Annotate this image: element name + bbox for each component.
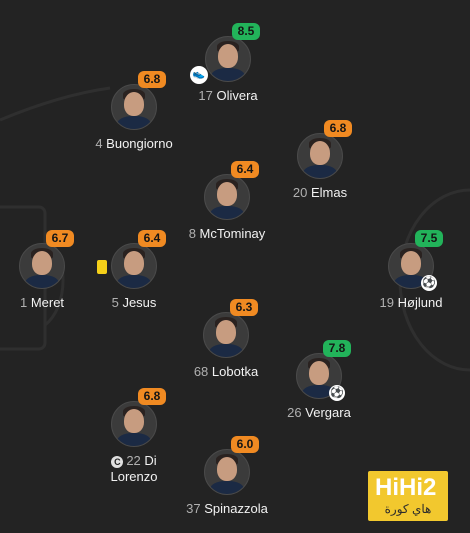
rating-badge: 6.3 bbox=[230, 299, 258, 316]
player-name: 20 Elmas bbox=[292, 185, 348, 200]
rating-badge: 8.5 bbox=[232, 23, 260, 40]
rating-badge: 7.8 bbox=[323, 340, 351, 357]
player-jesus[interactable]: 6.4 5 Jesus bbox=[74, 230, 194, 311]
rating-badge: 6.8 bbox=[324, 120, 352, 137]
player-name: 68 Lobotka bbox=[193, 364, 259, 379]
player-hojlund[interactable]: 7.5 ⚽ 19 Højlund bbox=[351, 230, 470, 311]
player-vergara[interactable]: 7.8 ⚽ 26 Vergara bbox=[259, 340, 379, 421]
player-photo bbox=[296, 353, 342, 399]
rating-badge: 6.0 bbox=[231, 436, 259, 453]
player-name: 1 Meret bbox=[19, 295, 65, 310]
player-photo bbox=[111, 84, 157, 130]
player-photo bbox=[205, 36, 251, 82]
player-photo bbox=[204, 449, 250, 495]
player-name: 26 Vergara bbox=[287, 405, 351, 420]
rating-badge: 6.4 bbox=[138, 230, 166, 247]
player-photo bbox=[111, 401, 157, 447]
goal-ball-icon: ⚽ bbox=[329, 385, 345, 401]
player-olivera[interactable]: 8.5 👟 17 Olivera bbox=[168, 23, 288, 104]
watermark-sub-text: هاي كورة bbox=[384, 502, 432, 516]
player-photo bbox=[19, 243, 65, 289]
watermark-logo: HiHi2 هاي كورة bbox=[368, 471, 448, 521]
yellow-card-icon bbox=[97, 260, 107, 274]
player-name: 19 Højlund bbox=[379, 295, 443, 310]
player-lobotka[interactable]: 6.3 68 Lobotka bbox=[166, 299, 286, 380]
player-name: 37 Spinazzola bbox=[186, 501, 268, 516]
player-meret[interactable]: 6.7 1 Meret bbox=[0, 230, 102, 311]
rating-badge: 6.8 bbox=[138, 71, 166, 88]
watermark-main-text: HiHi2 bbox=[375, 474, 437, 501]
rating-badge: 7.5 bbox=[415, 230, 443, 247]
player-buongiorno[interactable]: 6.8 4 Buongiorno bbox=[74, 71, 194, 152]
player-photo bbox=[204, 174, 250, 220]
player-name: 8 McTominay bbox=[188, 226, 266, 241]
player-name: 5 Jesus bbox=[111, 295, 157, 310]
player-name: 4 Buongiorno bbox=[95, 136, 173, 151]
assist-boot-icon: 👟 bbox=[190, 66, 208, 84]
player-photo bbox=[111, 243, 157, 289]
player-photo bbox=[203, 312, 249, 358]
rating-badge: 6.4 bbox=[231, 161, 259, 178]
player-spinazzola[interactable]: 6.0 37 Spinazzola bbox=[167, 436, 287, 517]
player-photo bbox=[297, 133, 343, 179]
captain-badge-icon: C bbox=[111, 455, 124, 468]
rating-badge: 6.8 bbox=[138, 388, 166, 405]
goal-ball-icon: ⚽ bbox=[421, 275, 437, 291]
player-mctominay[interactable]: 6.4 8 McTominay bbox=[167, 161, 287, 242]
rating-badge: 6.7 bbox=[46, 230, 74, 247]
top-left-arc bbox=[0, 86, 111, 122]
player-name: 17 Olivera bbox=[198, 88, 258, 103]
player-elmas[interactable]: 6.8 20 Elmas bbox=[260, 120, 380, 201]
player-photo bbox=[388, 243, 434, 289]
